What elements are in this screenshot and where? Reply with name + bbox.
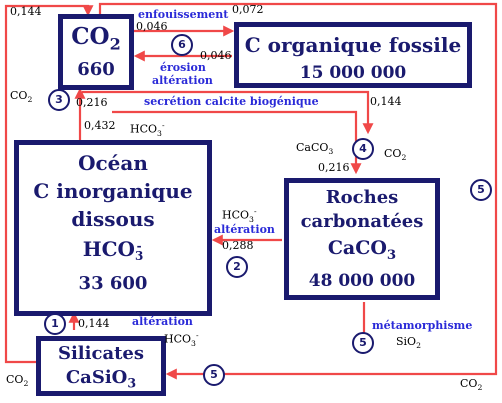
species-hco3-ocean: HCO3-	[130, 121, 165, 138]
arrow-silicates-to-co2-left	[4, 4, 94, 364]
circle-5-right: 5	[470, 179, 492, 201]
silicates-formula: CaSiO	[65, 367, 128, 388]
value-0-144-sil: 0,144	[78, 317, 110, 330]
circle-5-metamorphisme: 5	[352, 332, 374, 354]
carbonates-line1: Roches	[325, 187, 399, 208]
species-co2-bottom-right: CO2	[460, 377, 483, 393]
ocean-line1: Océan	[78, 151, 148, 175]
label-alteration-silicates: altération	[132, 315, 193, 328]
arrow-co2-to-right-side	[98, 2, 498, 380]
circle-1: 1	[44, 313, 66, 335]
value-0-432: 0,432	[84, 119, 116, 132]
silicates-subscript: 3	[127, 375, 137, 391]
ocean-box: Océan C inorganique dissous HCO-3 33 600	[14, 140, 212, 316]
arrow-co2-to-carbonates	[82, 90, 374, 135]
value-0-144-top: 0,144	[10, 5, 42, 18]
value-0-144-right: 0,144	[370, 95, 402, 108]
ocean-formula: HCO	[82, 237, 135, 261]
value-0-046-a: 0,046	[136, 20, 168, 33]
fossil-box: C organique fossile 15 000 000	[234, 22, 472, 88]
species-co2-bottom-left: CO2	[6, 373, 29, 389]
label-enfouissement: enfouissement	[138, 8, 229, 21]
fossil-title: C organique fossile	[244, 33, 462, 57]
ocean-charge: -	[136, 238, 142, 253]
label-erosion: érosion	[160, 61, 206, 74]
ocean-subscript: 3	[134, 248, 144, 263]
label-alteration-carbonates: altération	[214, 223, 275, 236]
label-alteration-fossil: altération	[152, 74, 213, 87]
value-0-216-carb: 0,216	[318, 161, 350, 174]
value-0-288: 0,288	[222, 239, 254, 252]
fossil-value: 15 000 000	[299, 63, 407, 83]
carbonates-subscript: 3	[386, 247, 397, 263]
circle-2: 2	[226, 256, 248, 278]
label-metamorphisme: métamorphisme	[372, 319, 473, 332]
circle-5-bottom: 5	[203, 364, 225, 386]
species-caco3-left: CaCO3	[296, 141, 334, 157]
carbonates-formula: CaCO	[327, 237, 387, 259]
carbonates-box: Roches carbonatées CaCO3 48 000 000	[284, 178, 440, 300]
co2-box: CO2 660	[58, 14, 134, 90]
co2-value: 660	[77, 59, 115, 80]
label-secretion: secrétion calcite biogénique	[144, 95, 319, 108]
circle-6: 6	[171, 34, 193, 56]
species-co2-carb: CO2	[384, 147, 407, 163]
value-0-046-b: 0,046	[200, 49, 232, 62]
ocean-line2: C inorganique	[33, 179, 193, 203]
carbonates-line2: carbonatées	[300, 211, 424, 232]
circle-3: 3	[48, 89, 70, 111]
silicates-box: Silicates CaSiO3	[36, 336, 166, 396]
silicates-line1: Silicates	[57, 343, 145, 364]
species-hco3-carb: HCO3-	[222, 207, 257, 224]
carbonates-value: 48 000 000	[308, 271, 416, 291]
co2-formula: CO	[71, 23, 110, 50]
species-co2-left-top: CO2	[10, 89, 33, 105]
co2-subscript: 2	[109, 34, 121, 54]
value-0-072: 0,072	[232, 3, 264, 16]
ocean-line3: dissous	[71, 207, 155, 231]
value-0-216-co2: 0,216	[76, 96, 108, 109]
species-sio2: SiO2	[396, 335, 421, 351]
species-hco3-sil: HCO3-	[164, 331, 199, 348]
ocean-value: 33 600	[78, 273, 148, 294]
circle-4: 4	[352, 138, 374, 160]
